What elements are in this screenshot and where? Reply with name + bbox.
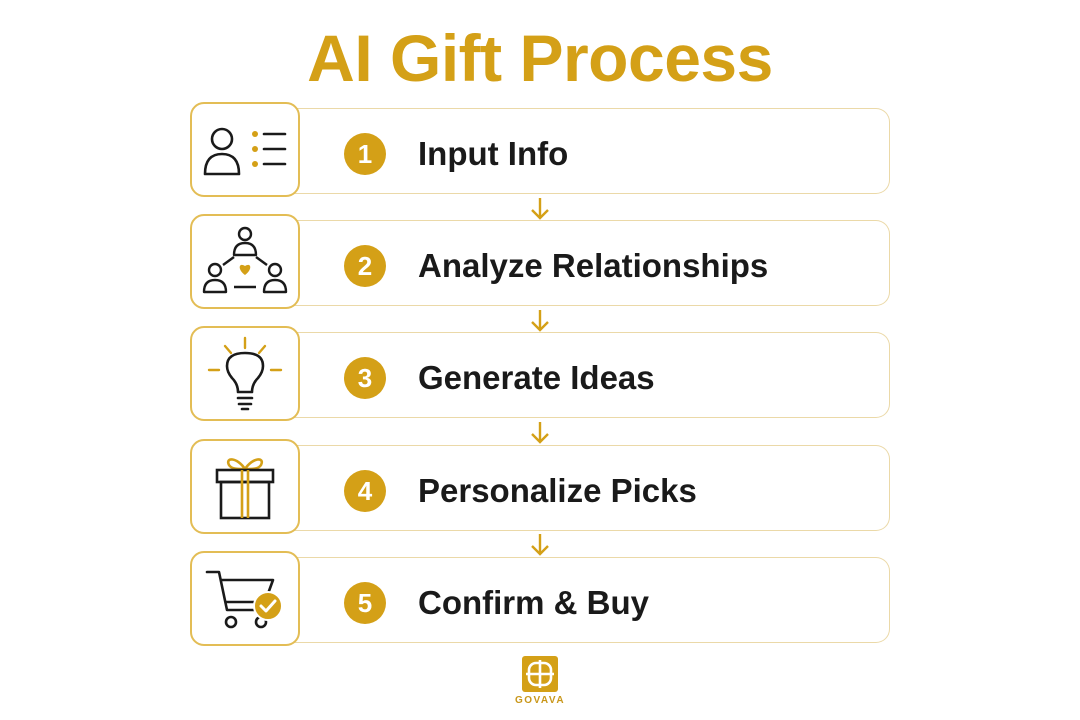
step-number: 1	[344, 133, 386, 175]
logo-mark-icon	[522, 656, 558, 692]
step-card	[294, 220, 890, 306]
step-label: Generate Ideas	[418, 359, 655, 396]
step-number: 3	[344, 357, 386, 399]
step-icon-box	[190, 439, 300, 534]
step-confirm-and-buy: 5 Confirm & Buy	[190, 551, 890, 646]
arrow-down-icon	[531, 422, 549, 444]
gift-box-icon	[215, 457, 275, 519]
user-list-icon	[203, 127, 287, 175]
arrow-down-icon	[531, 198, 549, 220]
page-title: AI Gift Process	[307, 21, 773, 95]
step-input-info: 1 Input Info	[190, 102, 890, 197]
step-number: 4	[344, 470, 386, 512]
logo-text: GOVAVA	[514, 695, 566, 706]
arrow-down-icon	[531, 534, 549, 556]
lightbulb-icon	[207, 336, 283, 410]
step-card	[294, 332, 890, 418]
step-label: Confirm & Buy	[418, 584, 649, 621]
step-icon-box	[190, 214, 300, 309]
step-card	[294, 108, 890, 194]
step-label: Input Info	[418, 135, 569, 172]
cart-check-icon	[205, 570, 283, 628]
step-icon-box	[190, 102, 300, 197]
step-number: 2	[344, 245, 386, 287]
step-icon-box	[190, 551, 300, 646]
step-personalize-picks: 4 Personalize Picks	[190, 439, 890, 534]
relationship-network-icon	[202, 226, 288, 293]
step-icon-box	[190, 326, 300, 421]
step-label: Analyze Relationships	[418, 247, 769, 284]
arrow-down-icon	[531, 310, 549, 332]
step-analyze-relationships: 2 Analyze Relationships	[190, 214, 890, 309]
step-label: Personalize Picks	[418, 472, 697, 509]
govava-logo: GOVAVA	[508, 656, 572, 706]
step-card	[294, 445, 890, 531]
step-generate-ideas: 3 Generate Ideas	[190, 326, 890, 421]
step-number: 5	[344, 582, 386, 624]
step-card	[294, 557, 890, 643]
